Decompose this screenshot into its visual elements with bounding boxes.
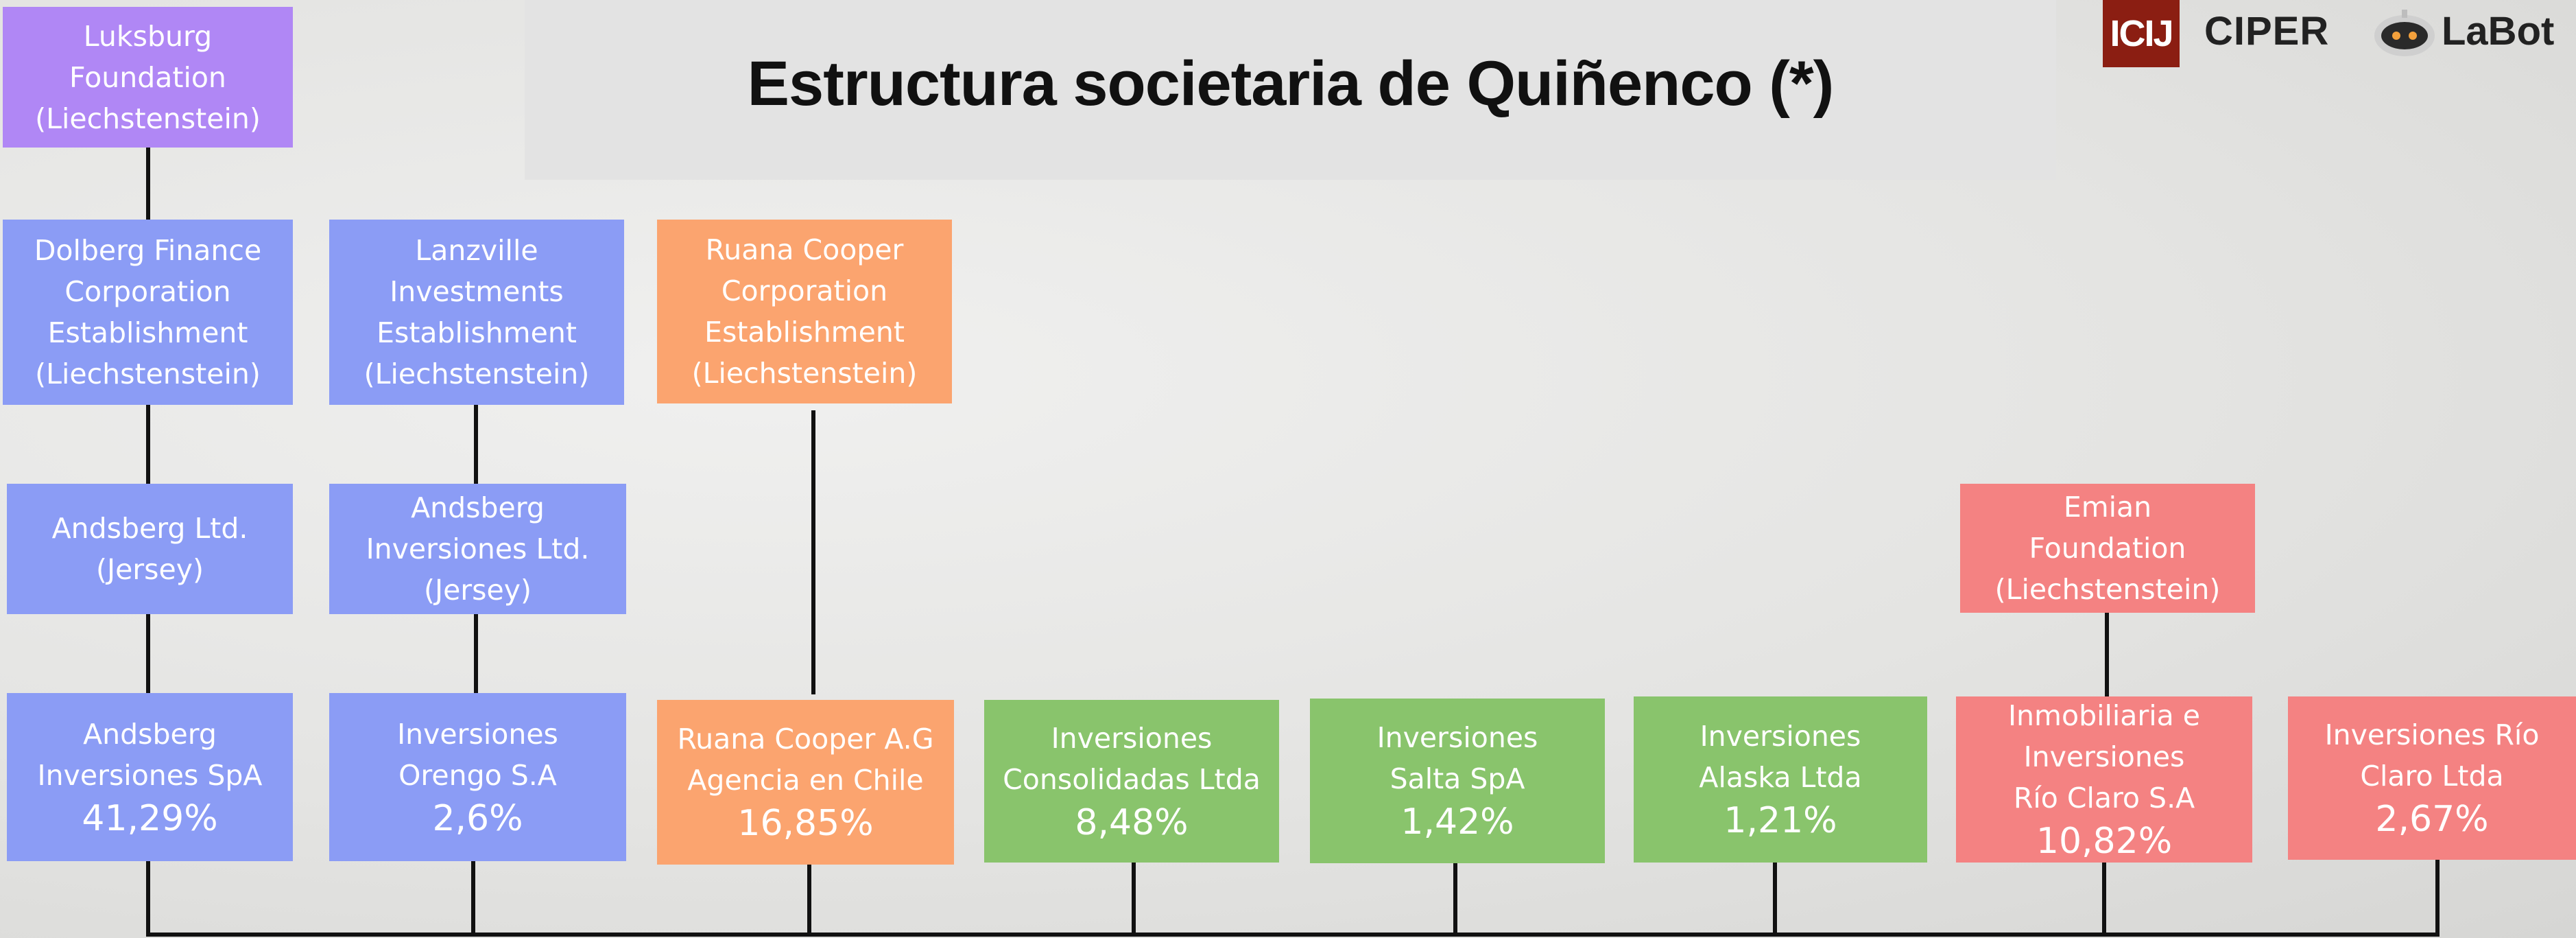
entity-name-line: Lanzville [415,234,538,267]
entity-name-line: Andsberg [83,717,217,751]
entity-name-line: Alaska Ltda [1699,761,1862,794]
ownership-percentage: 41,29% [82,797,218,839]
ciper-logo: CIPER [2204,9,2330,54]
entity-name-line: Andsberg Ltd. [51,512,248,545]
entity-node-andsberg-ltd: Andsberg Ltd. (Jersey) [7,484,293,614]
ownership-percentage: 8,48% [1075,801,1189,843]
page-title: Estructura societaria de Quiñenco (*) [747,49,1835,119]
ownership-percentage: 10,82% [2036,821,2173,862]
entity-name-line: Foundation [2029,532,2186,565]
icij-logo: ICIJ [2103,0,2180,67]
ownership-percentage: 2,67% [2375,799,2489,840]
entity-name-line: (Liechstenstein) [1994,573,2221,606]
entity-name-line: Inversiones SpA [37,758,263,792]
entity-name-line: (Jersey) [95,553,204,586]
entity-name-line: Consolidadas Ltda [1003,762,1261,796]
entity-name: Ruana Cooper A.G Agencia en Chile [678,718,934,801]
entity-name-line: Inversiones [397,717,558,751]
entity-name-line: Investments [390,275,564,308]
entity-name-line: Andsberg [411,491,545,524]
entity-name-line: Inversiones [1376,721,1538,754]
entity-name-line: Río Claro S.A [2013,782,2195,814]
entity-node-ruana-ag: Ruana Cooper A.G Agencia en Chile 16,85% [657,700,954,865]
ownership-percentage: 1,21% [1724,800,1837,841]
entity-name-line: Inversiones Río [2324,718,2540,751]
logo-bar: ICIJ CIPER LaBot [2099,0,2576,69]
entity-name-line: Establishment [377,316,577,349]
entity-name-line: Agencia en Chile [687,764,924,797]
entity-name-line: Salta SpA [1390,762,1525,795]
entity-name-line: Establishment [47,316,248,349]
entity-name-line: Inversiones [1700,720,1861,753]
entity-name-line: Orengo S.A [398,758,557,792]
entity-name-line: Inmobiliaria e [2007,699,2201,732]
ownership-percentage: 1,42% [1400,801,1514,843]
labot-robot-icon [2374,10,2435,56]
entity-name-line: Inversiones Ltd. [366,532,590,565]
ownership-percentage: 2,6% [432,797,523,839]
entity-name-line: Emian [2063,491,2152,524]
labot-logo: LaBot [2442,9,2555,54]
entity-name-line: Inversiones [1051,721,1213,755]
entity-name-line: Corporation [64,275,231,308]
title-band: Estructura societaria de Quiñenco (*) [525,0,2056,180]
entity-name-line: Ruana Cooper A.G [677,723,934,755]
entity-name-line: (Jersey) [423,574,532,607]
entity-name-line: (Liechstenstein) [363,357,590,390]
entity-name-line: Dolberg Finance [34,234,262,267]
entity-name-line: (Liechstenstein) [691,357,918,390]
entity-name-line: Luksburg [83,19,213,53]
entity-name-line: (Liechstenstein) [35,102,261,135]
entity-name-line: Claro Ltda [2360,760,2504,793]
entity-name-line: Inversiones [2023,740,2185,773]
entity-name-line: Ruana Cooper [705,233,904,266]
ownership-percentage: 16,85% [737,803,874,844]
entity-name-line: Foundation [69,60,226,94]
entity-name-line: Establishment [704,316,905,349]
entity-name-line: (Liechstenstein) [35,357,261,390]
entity-name-line: Corporation [721,274,888,307]
entity-name: Andsberg Ltd. (Jersey) [52,508,248,590]
